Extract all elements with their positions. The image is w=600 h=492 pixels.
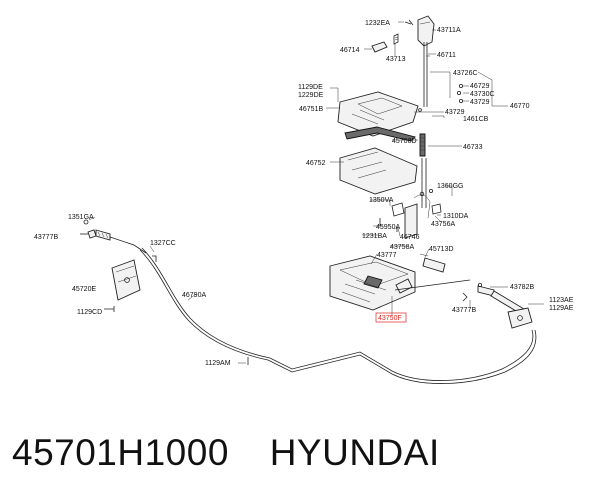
label-1232ea: 1232EA: [365, 20, 390, 27]
caption: 45701H1000 HYUNDAI: [12, 428, 592, 478]
label-46729: 46729: [470, 83, 490, 90]
label-1129ae: 1129AE: [549, 305, 574, 312]
lever-spring: [419, 133, 426, 157]
label-43782b: 43782B: [510, 284, 534, 291]
label-46790a: 46790A: [182, 292, 206, 299]
label-43750f: 43750F: [378, 315, 402, 322]
cable-clip-left: [149, 245, 157, 262]
label-1310da: 1310DA: [443, 213, 469, 220]
part-number-caption: 45701H1000: [12, 432, 229, 473]
label-43777b-left: 43777B: [34, 234, 58, 241]
label-43711a: 43711A: [437, 27, 461, 34]
highlight-box: [375, 312, 407, 323]
console-bracket: [339, 147, 418, 195]
cable-bracket: [104, 259, 141, 312]
label-1360gg: 1360GG: [437, 183, 463, 190]
lever-shaft: [421, 158, 427, 208]
cable-left-end: [80, 216, 147, 254]
label-1461cb: 1461CB: [463, 116, 489, 123]
label-46733: 46733: [463, 144, 483, 151]
label-45950a: 45950A: [376, 224, 400, 231]
label-46770: 46770: [510, 103, 530, 110]
brand-caption: HYUNDAI: [269, 432, 440, 473]
label-1231ba: 1231BA: [362, 233, 387, 240]
label-45713d: 45713D: [429, 246, 454, 253]
shift-lock-solenoid: [419, 253, 446, 273]
label-43730c: 43730C: [470, 91, 495, 98]
label-1229de: 1229DE: [298, 92, 324, 99]
knob-screw: [404, 19, 414, 26]
label-43758a: 43758A: [390, 244, 414, 251]
label-1350va: 1350VA: [369, 197, 394, 204]
label-43777: 43777: [377, 252, 397, 259]
leader-lines: [326, 21, 508, 316]
indicator-panel: [337, 91, 419, 137]
small-hardware-top: [409, 84, 463, 113]
label-43729-b: 43729: [445, 109, 465, 116]
label-43713: 43713: [386, 56, 406, 63]
label-45708d: 45708D: [392, 138, 417, 145]
label-1327cc: 1327CC: [150, 240, 176, 247]
shift-cable: [139, 247, 537, 384]
label-1351ga: 1351GA: [68, 214, 94, 221]
dust-cover: [344, 126, 416, 142]
label-46711: 46711: [437, 52, 456, 59]
cable-right-end: [462, 282, 544, 329]
shift-knob: [417, 15, 435, 47]
label-43756a: 43756A: [431, 221, 455, 228]
label-1123ae: 1123AE: [549, 297, 574, 304]
parts-diagram: 1232EA 43711A 46714 43713 46711 43726C 4…: [34, 15, 574, 384]
label-46746: 46746: [400, 234, 420, 241]
part-labels: 1232EA 43711A 46714 43713 46711 43726C 4…: [34, 20, 574, 367]
label-1129cd: 1129CD: [77, 309, 102, 316]
label-1129am: 1129AM: [205, 360, 231, 367]
label-43777b-right: 43777B: [452, 307, 476, 314]
shift-lever-assembly: [329, 194, 431, 311]
label-46752: 46752: [306, 160, 326, 167]
label-45720e: 45720E: [72, 286, 96, 293]
label-43729-a: 43729: [470, 99, 490, 106]
label-43726c: 43726C: [453, 70, 478, 77]
knob-button: [371, 41, 388, 53]
label-46751b: 46751B: [299, 106, 323, 113]
label-1129de: 1129DE: [298, 84, 323, 91]
knob-spring: [393, 33, 399, 45]
lever-rod: [423, 42, 430, 107]
label-46714: 46714: [340, 47, 360, 54]
detent-hardware: [379, 188, 442, 232]
